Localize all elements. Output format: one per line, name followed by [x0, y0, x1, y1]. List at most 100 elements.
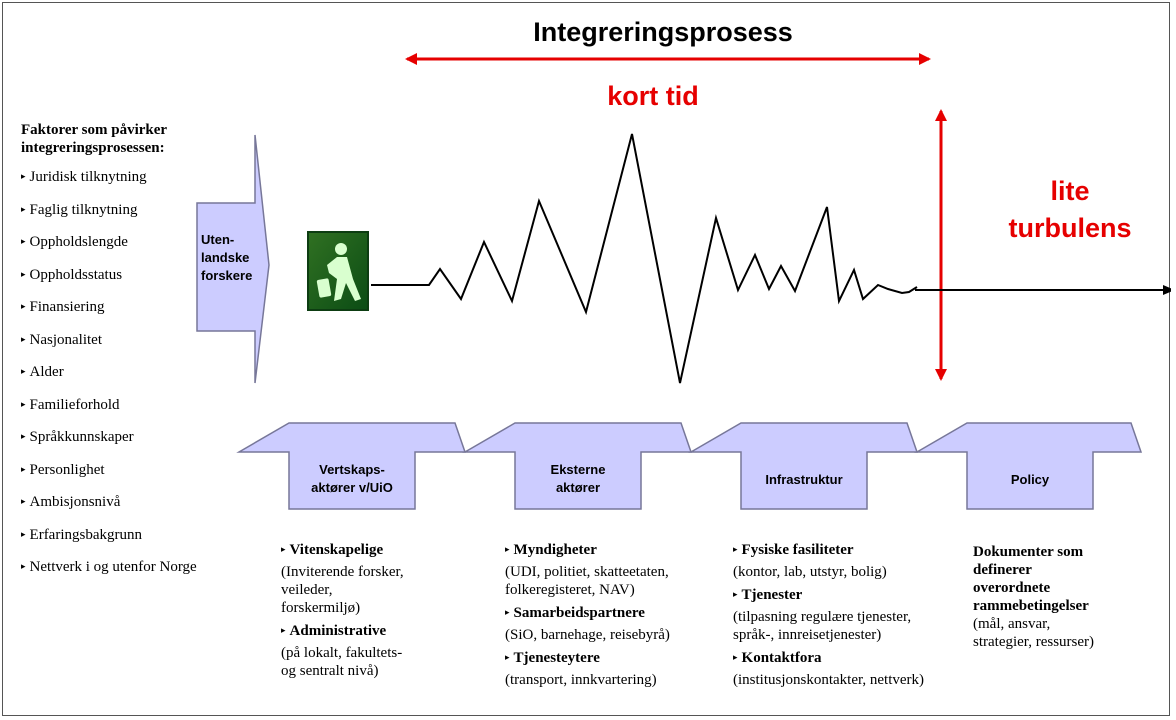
- external-actors-column: ▸Myndigheter (UDI, politiet, skatteetate…: [505, 540, 670, 689]
- factor-item: ▸Erfaringsbakgrunn: [21, 524, 197, 557]
- policy-heading-line: Dokumenter som: [973, 544, 1084, 560]
- infra-heading-contact-forums-text: Kontaktfora: [741, 650, 822, 666]
- bullet-triangle-icon: ▸: [21, 463, 26, 474]
- bullet-triangle-icon: ▸: [21, 366, 26, 376]
- bullet-triangle-icon: ▸: [21, 301, 26, 311]
- entry-arrow-label: Uten- landske forskere: [201, 231, 252, 285]
- body-line: (mål, ansvar,: [973, 616, 1051, 632]
- external-heading-partners-text: Samarbeidspartnere: [513, 605, 645, 621]
- body-line: (UDI, politiet, skatteetaten,: [505, 564, 669, 580]
- external-body-service-providers: (transport, innkvartering): [505, 671, 670, 689]
- bullet-triangle-icon: ▸: [281, 625, 286, 635]
- actor-arrow-policy-label: Policy: [967, 471, 1093, 489]
- bullet-triangle-icon: ▸: [21, 528, 26, 539]
- factor-item-label: Juridisk tilknytning: [29, 169, 147, 185]
- factor-item: ▸Nettverk i og utenfor Norge: [21, 556, 197, 589]
- diagram-graphics: [196, 53, 1171, 510]
- body-line: (kontor, lab, utstyr, bolig): [733, 564, 887, 580]
- actor-arrow-policy: [914, 422, 1143, 510]
- policy-body: (mål, ansvar, strategier, ressurser): [973, 615, 1094, 651]
- body-line: (Inviterende forsker,: [281, 564, 404, 580]
- turbulence-label-line-1: lite: [1050, 176, 1090, 206]
- infra-body-contact-forums: (institusjonskontakter, nettverk): [733, 671, 924, 689]
- walking-traveler-icon: [307, 231, 369, 311]
- factor-item: ▸Juridisk tilknytning: [21, 166, 197, 199]
- factor-item: ▸Faglig tilknytning: [21, 199, 197, 232]
- factors-heading-line-1: Faktorer som påvirker: [21, 122, 168, 138]
- infra-heading-facilities: ▸Fysiske fasiliteter: [733, 540, 924, 559]
- actor-arrow-label-line: Policy: [1010, 472, 1050, 487]
- external-body-authorities: (UDI, politiet, skatteetaten, folkeregis…: [505, 563, 670, 599]
- actor-arrow-infrastructure: [688, 422, 919, 510]
- bullet-triangle-icon: ▸: [21, 333, 26, 344]
- factor-item-label: Oppholdslengde: [29, 234, 128, 250]
- body-line: forskermiljø): [281, 600, 361, 616]
- external-body-partners: (SiO, barnehage, reisebyrå): [505, 626, 670, 644]
- entry-arrow-label-line: Uten-: [201, 232, 235, 247]
- factor-item: ▸Familieforhold: [21, 394, 197, 427]
- actor-arrow-host-label: Vertskaps- aktører v/UiO: [289, 461, 415, 497]
- factor-item: ▸Språkkunnskaper: [21, 426, 197, 459]
- actor-arrow-host: [236, 422, 467, 510]
- factor-item-label: Alder: [29, 364, 64, 380]
- policy-heading: Dokumenter som definerer overordnete ram…: [973, 543, 1094, 615]
- body-line: språk-, innreisetjenester): [733, 627, 882, 643]
- infra-body-facilities: (kontor, lab, utstyr, bolig): [733, 563, 924, 581]
- external-heading-authorities-text: Myndigheter: [513, 542, 597, 558]
- factor-item: ▸Oppholdsstatus: [21, 264, 197, 297]
- host-actors-column: ▸Vitenskapelige (Inviterende forsker, ve…: [281, 540, 404, 680]
- turbulence-line: [371, 133, 918, 384]
- body-line: (SiO, barnehage, reisebyrå): [505, 627, 670, 643]
- infra-heading-contact-forums: ▸Kontaktfora: [733, 648, 924, 667]
- body-line: (institusjonskontakter, nettverk): [733, 672, 925, 688]
- actor-arrow-label-line: Vertskaps-: [319, 462, 385, 477]
- infra-heading-services: ▸Tjenester: [733, 585, 924, 604]
- factor-item-label: Nasjonalitet: [29, 331, 103, 348]
- factor-item-label: Språkkunnskaper: [29, 429, 134, 445]
- bullet-triangle-icon: ▸: [733, 652, 738, 662]
- bullet-triangle-icon: ▸: [733, 589, 738, 599]
- host-heading-administrative-text: Administrative: [289, 623, 387, 639]
- factor-item-label: Nettverk i og utenfor Norge: [29, 559, 197, 575]
- body-line: (på lokalt, fakultets-: [281, 645, 403, 661]
- factor-item: ▸Nasjonalitet: [21, 329, 197, 362]
- infra-body-services: (tilpasning regulære tjenester, språk-, …: [733, 608, 924, 644]
- factor-item-label: Personlighet: [29, 461, 105, 478]
- bullet-triangle-icon: ▸: [21, 496, 26, 506]
- bullet-triangle-icon: ▸: [733, 544, 738, 554]
- entry-arrow: [196, 134, 270, 384]
- turbulence-label-line-2: turbulens: [1008, 213, 1132, 243]
- host-body-administrative: (på lokalt, fakultets- og sentralt nivå): [281, 644, 404, 680]
- external-heading-service-providers-text: Tjenesteytere: [513, 650, 600, 666]
- host-body-scientific: (Inviterende forsker, veileder, forskerm…: [281, 563, 404, 617]
- factor-item-label: Familieforhold: [29, 396, 120, 413]
- bullet-triangle-icon: ▸: [21, 268, 26, 279]
- factor-item-label: Finansiering: [29, 299, 105, 315]
- policy-heading-line: definerer: [973, 562, 1032, 578]
- infra-heading-facilities-text: Fysiske fasiliteter: [741, 542, 854, 558]
- body-line: (transport, innkvartering): [505, 672, 657, 688]
- bullet-triangle-icon: ▸: [505, 544, 510, 554]
- actor-arrow-label-line: Infrastruktur: [765, 472, 843, 487]
- infrastructure-column: ▸Fysiske fasiliteter (kontor, lab, utsty…: [733, 540, 924, 689]
- host-heading-administrative: ▸Administrative: [281, 621, 404, 640]
- actor-arrow-external-label: Eksterne aktører: [515, 461, 641, 497]
- actor-arrow-label-line: aktører v/UiO: [311, 480, 393, 495]
- factors-list: ▸Juridisk tilknytning ▸Faglig tilknytnin…: [21, 166, 197, 589]
- diagram-title: Integreringsprosess: [533, 17, 793, 47]
- infra-heading-services-text: Tjenester: [741, 587, 803, 603]
- actor-arrow-label-line: Eksterne: [550, 462, 606, 477]
- bullet-triangle-icon: ▸: [21, 398, 26, 409]
- factor-item: ▸Finansiering: [21, 296, 197, 329]
- factor-item: ▸Personlighet: [21, 459, 197, 492]
- policy-heading-line: rammebetingelser: [973, 598, 1089, 614]
- bullet-triangle-icon: ▸: [21, 171, 26, 181]
- factor-item-label: Oppholdsstatus: [29, 266, 123, 283]
- host-heading-scientific: ▸Vitenskapelige: [281, 540, 404, 559]
- actor-arrow-external: [462, 422, 693, 510]
- policy-column: Dokumenter som definerer overordnete ram…: [973, 543, 1094, 651]
- body-line: og sentralt nivå): [281, 663, 379, 679]
- factors-heading-line-2: integreringsprosessen:: [21, 140, 165, 156]
- policy-heading-line: overordnete: [973, 580, 1051, 596]
